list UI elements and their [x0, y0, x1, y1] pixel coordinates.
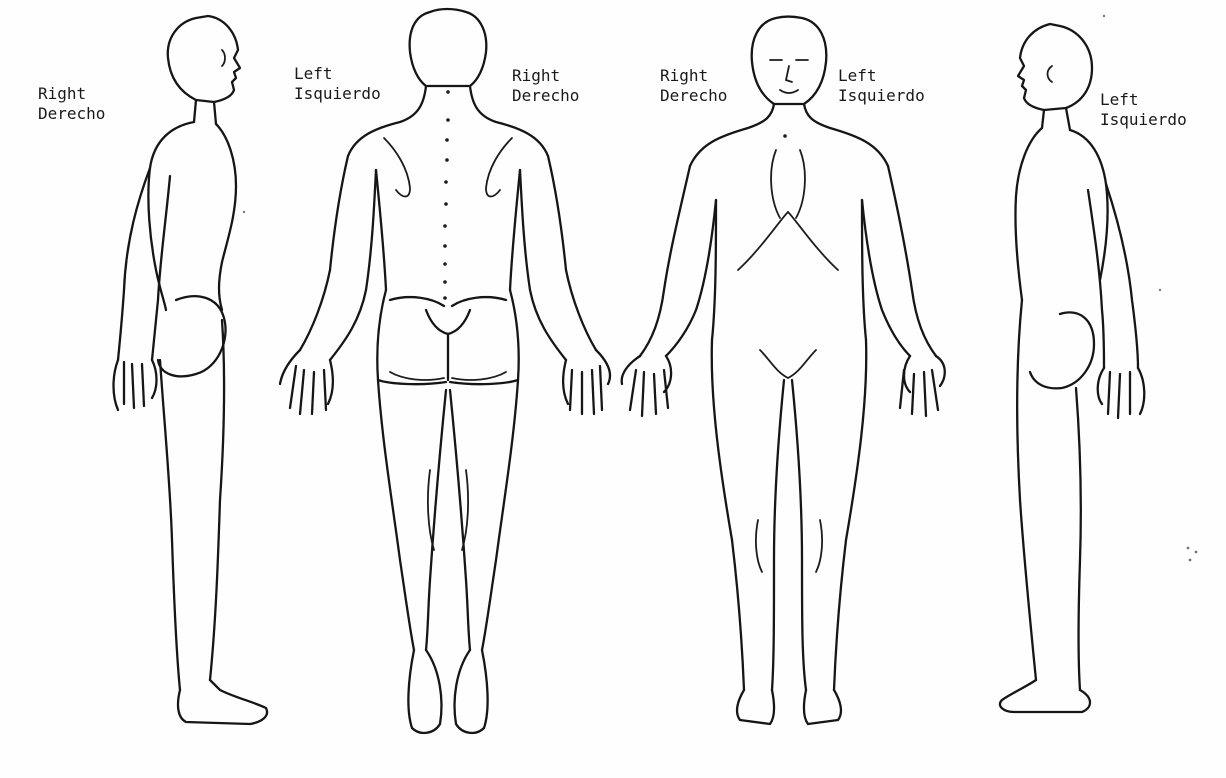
label-back-right-es: Derecho	[512, 86, 579, 106]
label-side-right-en: Right	[38, 84, 105, 104]
label-front-left: Left Isquierdo	[838, 66, 925, 106]
label-back-left: Left Isquierdo	[294, 64, 381, 104]
figure-back-view	[280, 9, 610, 733]
back-feet	[408, 650, 487, 733]
back-right-arm	[520, 156, 596, 360]
back-left-arm	[300, 156, 376, 360]
front-head	[752, 17, 827, 105]
label-back-left-en: Left	[294, 64, 381, 84]
side-left-foot	[1000, 680, 1090, 712]
label-side-right-es: Derecho	[38, 104, 105, 124]
label-back-left-es: Isquierdo	[294, 84, 381, 104]
front-right-arm	[862, 166, 936, 356]
side-left-hand	[1098, 368, 1145, 418]
front-right-hand	[900, 356, 945, 416]
side-left-head	[1018, 24, 1092, 110]
label-front-right-es: Derecho	[660, 86, 727, 106]
side-right-ear	[222, 50, 225, 66]
front-left-hand	[622, 356, 671, 416]
label-front-left-en: Left	[838, 66, 925, 86]
figure-right-side-view	[114, 16, 268, 724]
front-face	[770, 60, 808, 93]
front-left-arm	[640, 166, 716, 356]
side-right-torso	[148, 122, 236, 310]
side-left-leg	[1017, 300, 1081, 690]
back-left-hand	[280, 350, 333, 414]
label-side-left: Left Isquierdo	[1100, 90, 1187, 130]
figure-front-view	[622, 17, 945, 725]
side-right-hand	[114, 360, 157, 410]
back-buttocks	[377, 290, 518, 384]
side-right-foot	[178, 680, 267, 724]
back-head	[410, 9, 487, 86]
label-front-right-en: Right	[660, 66, 727, 86]
side-left-torso	[1015, 128, 1107, 300]
label-back-right-en: Right	[512, 66, 579, 86]
back-right-hand	[563, 350, 610, 414]
label-side-right: Right Derecho	[38, 84, 105, 124]
label-front-right: Right Derecho	[660, 66, 727, 106]
front-chest	[738, 150, 838, 270]
label-front-left-es: Isquierdo	[838, 86, 925, 106]
label-back-right: Right Derecho	[512, 66, 579, 106]
front-feet	[737, 690, 841, 724]
side-left-ear	[1048, 66, 1053, 82]
front-legs	[712, 340, 867, 690]
side-right-arm	[118, 168, 170, 360]
side-left-arm	[1088, 184, 1138, 368]
side-right-head	[168, 16, 240, 102]
label-side-left-es: Isquierdo	[1100, 110, 1187, 130]
back-legs	[378, 380, 518, 650]
label-side-left-en: Left	[1100, 90, 1187, 110]
